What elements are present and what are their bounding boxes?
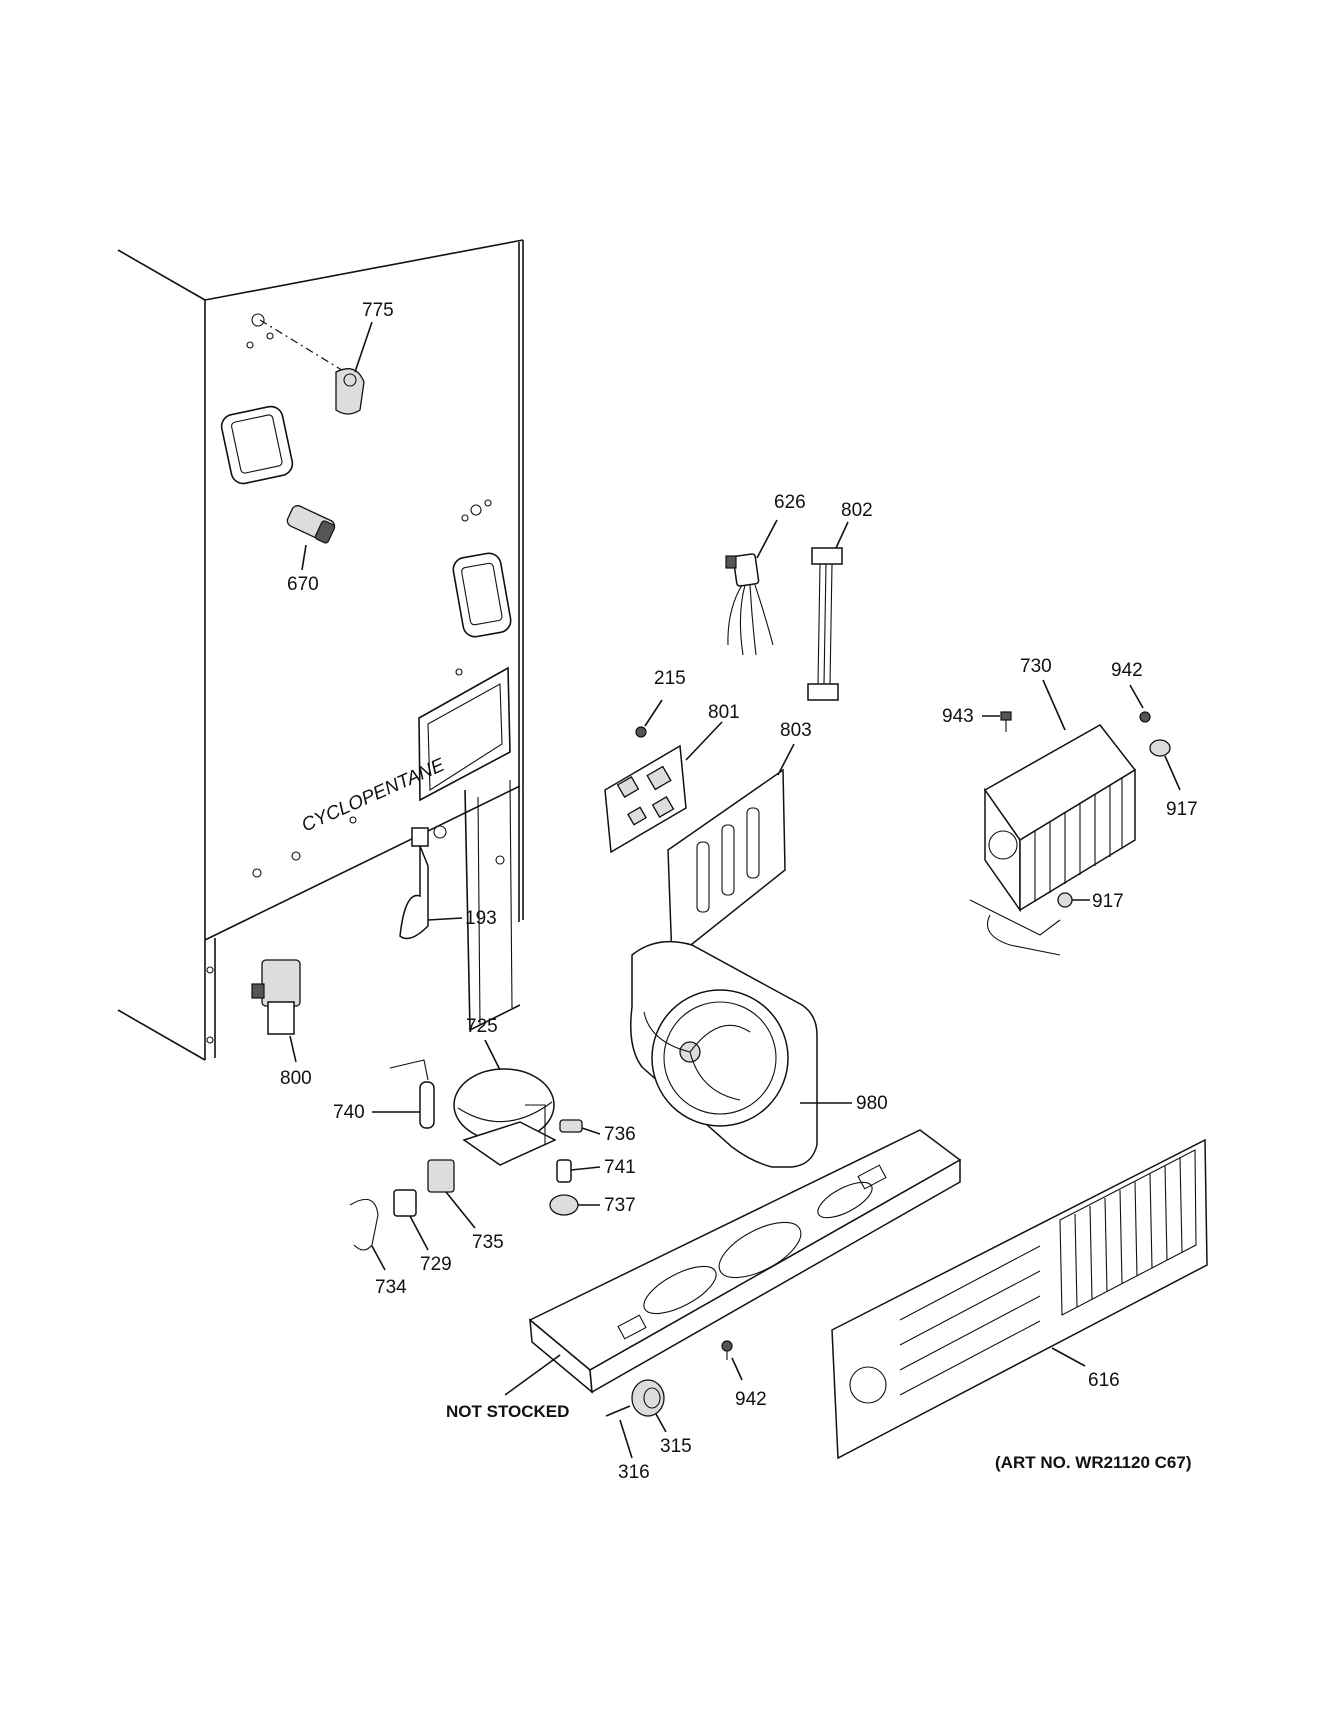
part-label-917-right[interactable]: 917 (1166, 799, 1198, 820)
part-735-drawing (427, 1159, 476, 1229)
cabinet-back-panel (117, 239, 524, 1061)
part-725-drawing (453, 1039, 557, 1166)
part-917-right-drawing (1149, 739, 1181, 791)
part-775-drawing (259, 319, 373, 415)
part-943-drawing (982, 711, 1012, 732)
cabinet-marking-text: CYCLOPENTANE (299, 755, 448, 837)
part-942-top-drawing (1129, 684, 1151, 723)
part-label-942-bottom[interactable]: 942 (735, 1389, 767, 1410)
part-label-736[interactable]: 736 (604, 1124, 636, 1145)
part-803-drawing (667, 743, 795, 962)
part-670-drawing (286, 505, 336, 571)
part-label-316[interactable]: 316 (618, 1462, 650, 1483)
part-729-drawing (393, 1189, 429, 1251)
part-737-drawing (549, 1194, 600, 1216)
part-316-drawing (605, 1405, 633, 1459)
part-736-drawing (559, 1119, 601, 1135)
part-193-drawing (399, 827, 463, 940)
part-740-drawing (372, 1059, 435, 1129)
part-801-drawing (604, 721, 723, 854)
part-label-729[interactable]: 729 (420, 1254, 452, 1275)
part-label-725[interactable]: 725 (466, 1016, 498, 1037)
part-label-942-top[interactable]: 942 (1111, 660, 1143, 681)
part-label-943[interactable]: 943 (942, 706, 974, 727)
part-741-drawing (556, 1159, 601, 1183)
part-label-315[interactable]: 315 (660, 1436, 692, 1457)
part-315-drawing (631, 1379, 667, 1433)
part-215-drawing (635, 699, 663, 738)
part-label-800[interactable]: 800 (280, 1068, 312, 1089)
part-label-917-bottom[interactable]: 917 (1092, 891, 1124, 912)
part-label-803[interactable]: 803 (780, 720, 812, 741)
part-802-drawing (807, 521, 849, 701)
part-label-737[interactable]: 737 (604, 1195, 636, 1216)
part-800-drawing (251, 959, 301, 1063)
part-label-670[interactable]: 670 (287, 574, 319, 595)
part-label-215[interactable]: 215 (654, 668, 686, 689)
part-label-740[interactable]: 740 (333, 1102, 365, 1123)
part-label-741[interactable]: 741 (604, 1157, 636, 1178)
part-626-drawing (725, 519, 778, 656)
part-label-616[interactable]: 616 (1088, 1370, 1120, 1391)
part-label-730[interactable]: 730 (1020, 656, 1052, 677)
part-730-drawing (969, 679, 1137, 956)
base-tray-drawing (504, 1129, 962, 1396)
not-stocked-label: NOT STOCKED (446, 1402, 569, 1421)
part-label-735[interactable]: 735 (472, 1232, 504, 1253)
art-number-label: (ART NO. WR21120 C67) (995, 1453, 1192, 1472)
part-917-bottom-drawing (1057, 892, 1090, 908)
part-label-980[interactable]: 980 (856, 1093, 888, 1114)
part-label-802[interactable]: 802 (841, 500, 873, 521)
part-942-bottom-drawing (721, 1340, 743, 1381)
part-label-193[interactable]: 193 (465, 908, 497, 929)
part-label-734[interactable]: 734 (375, 1277, 407, 1298)
part-980-drawing (630, 940, 852, 1168)
part-label-775[interactable]: 775 (362, 300, 394, 321)
part-label-626[interactable]: 626 (774, 492, 806, 513)
part-616-drawing (831, 1138, 1208, 1460)
part-label-801[interactable]: 801 (708, 702, 740, 723)
part-734-drawing (349, 1198, 386, 1271)
